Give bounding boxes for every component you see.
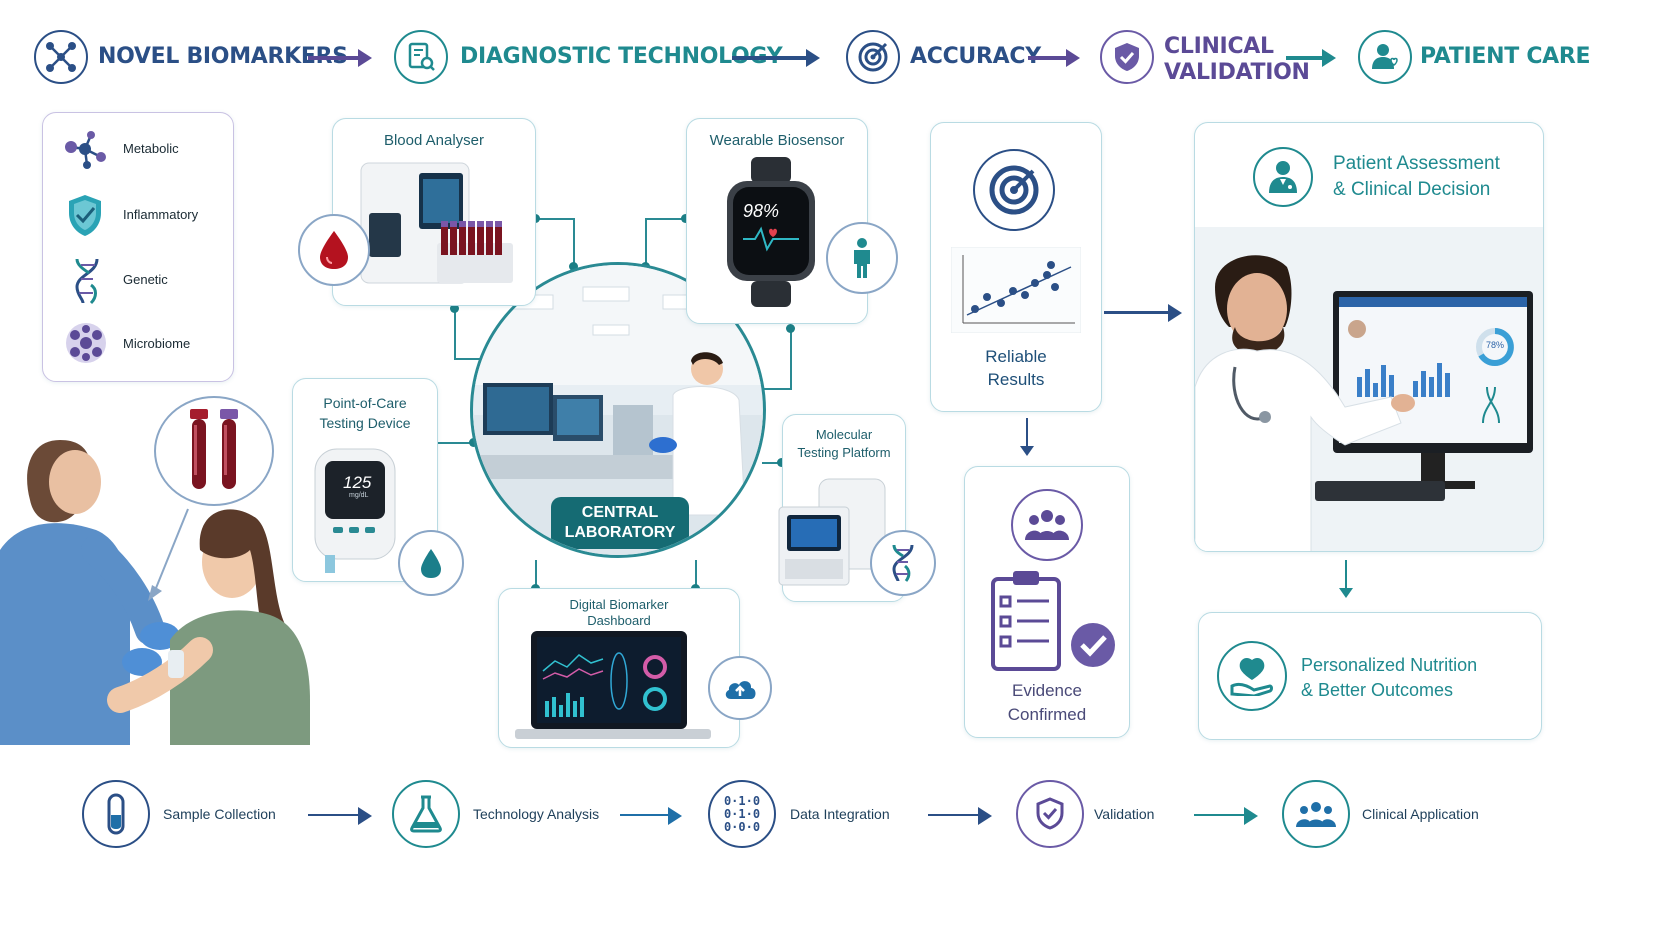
central-laboratory-line2: LABORATORY — [564, 524, 676, 541]
evidence-confirmed-card: Evidence Confirmed — [964, 466, 1130, 738]
digital-dashboard-card: Digital Biomarker Dashboard — [498, 588, 740, 748]
blood-analyser-title: Blood Analyser — [383, 132, 485, 149]
doctor-at-monitor-scene — [1195, 227, 1543, 551]
blood-tubes-icon — [190, 409, 238, 489]
arrow-right-icon — [620, 807, 682, 825]
biomarker-microbiome: Microbiome — [123, 336, 191, 351]
dna-icon — [870, 530, 936, 596]
step-patient-care: PATIENT CARE — [1420, 44, 1591, 69]
arrow-right-icon — [308, 807, 372, 825]
bottom-step-data-integration: Data Integration — [790, 806, 890, 822]
wearable-reading: 98% — [743, 201, 780, 221]
smartwatch-device — [727, 157, 815, 307]
arrow-right-icon — [732, 49, 820, 67]
molecular-title-line2: Testing Platform — [797, 445, 891, 460]
arrow-down-icon — [1345, 560, 1347, 590]
blood-analyser-device — [360, 162, 513, 284]
step-accuracy: ACCURACY — [910, 44, 1041, 69]
flask-icon — [392, 780, 460, 848]
diagnostic-document-icon — [394, 30, 448, 84]
arrow-right-icon — [1286, 49, 1336, 67]
shield-check-icon — [1016, 780, 1084, 848]
poc-title-line2: Testing Device — [319, 415, 411, 431]
dashboard-title-line2: Dashboard — [587, 613, 651, 628]
nutrition-line1: Personalized Nutrition — [1301, 655, 1478, 675]
patient-assessment-card: Patient Assessment & Clinical Decision — [1194, 122, 1544, 552]
monitor-percent: 78% — [1486, 340, 1505, 350]
molecular-analyzer-device — [778, 478, 886, 586]
evidence-confirmed-line1: Evidence — [1012, 681, 1082, 700]
laptop-dashboard-device — [515, 631, 711, 739]
poc-unit: mg/dL — [349, 492, 369, 499]
biomarker-inflammatory: Inflammatory — [123, 207, 199, 222]
step-diagnostic-technology: DIAGNOSTIC TECHNOLOGY — [460, 44, 783, 69]
doctor-icon — [1253, 147, 1313, 207]
pointer-arrow-icon — [148, 508, 189, 601]
reliable-results-line1: Reliable — [985, 347, 1047, 366]
arrow-down-icon — [1026, 418, 1028, 448]
molecule-icon — [65, 131, 106, 169]
people-icon — [1282, 780, 1350, 848]
wearable-biosensor-card: Wearable Biosensor 98% — [686, 118, 868, 324]
step-clinical-validation-line1: CLINICAL — [1164, 34, 1274, 59]
step-clinical-validation: CLINICAL VALIDATION — [1164, 34, 1310, 86]
central-laboratory-line1: CENTRAL — [581, 504, 659, 521]
heart-hand-icon — [1217, 641, 1287, 711]
test-tube-bubble — [154, 396, 274, 506]
novel-biomarkers-icon — [34, 30, 88, 84]
reliable-results-card: Reliable Results — [930, 122, 1102, 412]
test-tube-icon — [82, 780, 150, 848]
nutrition-line2: & Better Outcomes — [1301, 680, 1454, 700]
assessment-title-line1: Patient Assessment — [1333, 153, 1500, 174]
biomarker-metabolic: Metabolic — [123, 141, 179, 156]
doctor-heart-icon — [1358, 30, 1412, 84]
molecular-title-line1: Molecular — [815, 427, 873, 442]
biomarker-panel: Metabolic Inflammatory Genetic Microbiom… — [42, 112, 234, 382]
personalized-nutrition-card: Personalized Nutrition & Better Outcomes — [1198, 612, 1542, 740]
bottom-step-clinical-application: Clinical Application — [1362, 806, 1479, 822]
arrow-right-icon — [1104, 304, 1182, 322]
arrow-down-head — [1020, 446, 1034, 456]
checklist-clipboard-icon — [991, 571, 1115, 671]
central-laboratory-badge: CENTRAL LABORATORY — [551, 497, 689, 549]
team-icon — [1011, 489, 1083, 561]
shield-check-icon — [1100, 30, 1154, 84]
arrow-right-icon — [1028, 49, 1080, 67]
blood-analyser-card: Blood Analyser — [332, 118, 536, 306]
person-icon — [826, 222, 898, 294]
evidence-confirmed-line2: Confirmed — [1007, 705, 1087, 724]
bottom-step-validation: Validation — [1094, 806, 1155, 822]
blood-drop-icon — [298, 214, 370, 286]
glucose-meter-device — [314, 448, 396, 573]
arrow-right-icon — [928, 807, 992, 825]
cloud-upload-icon — [708, 656, 772, 720]
target-icon — [973, 149, 1055, 231]
sample-collection-illustration — [0, 400, 340, 745]
bottom-step-technology-analysis: Technology Analysis — [473, 806, 600, 822]
dashboard-title-line1: Digital Biomarker — [569, 597, 669, 612]
target-icon — [846, 30, 900, 84]
bottom-step-sample-collection: Sample Collection — [163, 806, 276, 822]
shield-icon — [69, 195, 101, 236]
step-clinical-validation-line2: VALIDATION — [1164, 60, 1310, 85]
dna-icon — [75, 258, 99, 305]
wearable-biosensor-title: Wearable Biosensor — [709, 132, 845, 149]
arrow-right-icon — [1194, 807, 1258, 825]
arrow-right-icon — [308, 49, 372, 67]
assessment-title-line2: & Clinical Decision — [1333, 179, 1491, 200]
poc-title-line1: Point-of-Care — [323, 395, 407, 411]
water-drop-icon — [398, 530, 464, 596]
scatter-plot-graphic — [951, 247, 1081, 333]
biomarker-genetic: Genetic — [123, 272, 168, 287]
microbiome-icon — [66, 323, 106, 363]
reliable-results-line2: Results — [987, 370, 1045, 389]
poc-reading: 125 — [343, 473, 372, 492]
step-novel-biomarkers: NOVEL BIOMARKERS — [98, 44, 348, 69]
arrow-down-head — [1339, 588, 1353, 598]
